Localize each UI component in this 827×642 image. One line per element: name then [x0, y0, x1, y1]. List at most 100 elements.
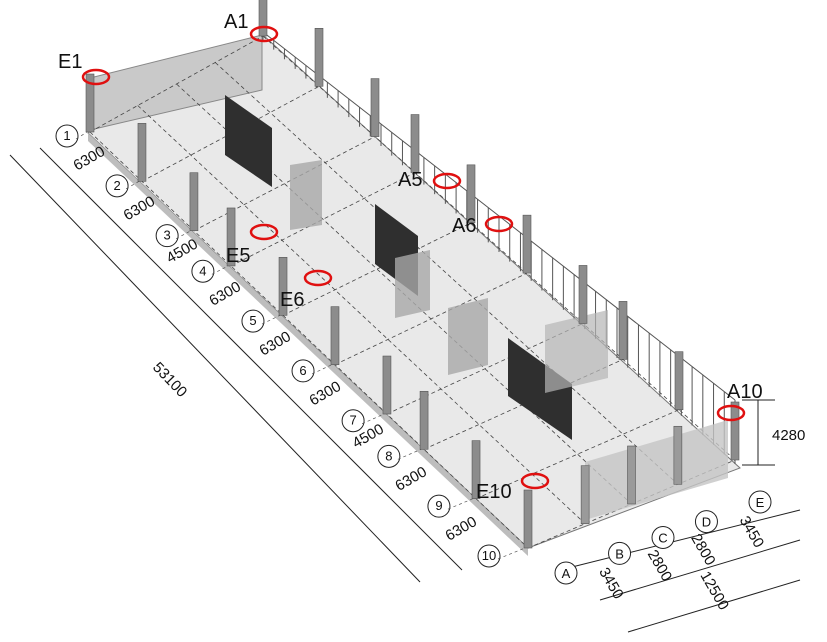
column-e-6	[330, 306, 340, 365]
corner-label-e6: E6	[280, 289, 304, 311]
col-grid-line	[214, 62, 679, 485]
row-bubble-label-8: 8	[385, 448, 392, 463]
columns	[85, 0, 740, 549]
row-leader-3	[175, 230, 192, 239]
light-wall-panel-1	[290, 160, 322, 230]
column-a-10	[730, 401, 740, 461]
dark-wall-panel-3	[508, 338, 572, 440]
row-bubble-label-7: 7	[349, 413, 356, 428]
col-bubble-label-B: B	[615, 546, 624, 561]
highlight-a10	[716, 404, 746, 422]
row-bubble-label-9: 9	[435, 498, 442, 513]
row-leader-9	[447, 498, 474, 510]
row-bubble-label-3: 3	[164, 228, 171, 243]
column-end-1	[580, 465, 590, 525]
column-a-2	[314, 28, 324, 87]
row-bubble-2	[105, 174, 129, 198]
row-bubble-10	[477, 544, 501, 568]
corner-labels: E1 A1 A5 A6 E5 E6 A10 E10	[58, 11, 763, 503]
floor-edge	[88, 133, 528, 556]
col-bubble-E	[748, 490, 772, 514]
corner-label-e10: E10	[476, 481, 512, 503]
length-dimension	[9, 147, 463, 583]
column-a-5	[466, 164, 476, 224]
total-width-label: 12500	[697, 569, 733, 614]
row-grid-line	[230, 172, 416, 267]
row-bubble-label-1: 1	[63, 128, 70, 143]
row-leader-7	[361, 413, 385, 425]
row-bubble-label-10: 10	[482, 548, 496, 563]
column-a-7	[578, 265, 588, 324]
column-e-1	[85, 73, 95, 133]
column-e-8	[419, 390, 429, 450]
row-axis-markers: 1234567891063006300450063006300630045006…	[55, 124, 526, 568]
light-wall-panel-3	[448, 298, 488, 375]
row-spacing-label-6: 6300	[307, 378, 344, 409]
corner-label-a6: A6	[452, 215, 476, 237]
col-spacing-label-3: 2800	[687, 531, 718, 568]
row-bubble-label-4: 4	[199, 263, 206, 278]
corner-label-a5: A5	[398, 169, 422, 191]
col-bubble-A	[554, 561, 578, 585]
row-bubble-3	[155, 224, 179, 248]
dark-wall-panel-1	[225, 95, 272, 187]
highlight-a5	[432, 172, 462, 190]
column-a-8	[618, 301, 628, 360]
row-leader-8	[397, 448, 422, 460]
row-grid-line	[423, 359, 624, 450]
row-spacing-label-9: 6300	[442, 513, 479, 544]
row-spacing-label-5: 6300	[257, 328, 294, 359]
end-wall-panel	[585, 420, 728, 520]
column-e-2	[137, 123, 147, 182]
width-dimension	[559, 509, 801, 633]
row-bubble-9	[427, 494, 451, 518]
column-a-4	[410, 114, 420, 173]
row-grid-line	[475, 409, 680, 500]
col-grid-line	[89, 131, 529, 549]
row-bubble-5	[241, 309, 265, 333]
row-bubble-label-6: 6	[299, 363, 306, 378]
height-dimension	[742, 399, 775, 466]
col-bubble-B	[608, 541, 632, 565]
col-bubble-label-E: E	[756, 495, 765, 510]
col-bubble-label-A: A	[562, 566, 571, 581]
highlight-e1	[81, 68, 111, 86]
light-wall-panel-2	[395, 250, 430, 318]
row-bubble-4	[191, 259, 215, 283]
corner-label-a10: A10	[727, 381, 763, 403]
row-grid-line	[193, 136, 376, 232]
corner-label-e5: E5	[226, 245, 250, 267]
column-e-10	[523, 489, 533, 549]
wall-height-label: 4280	[772, 427, 805, 444]
row-bubble-label-5: 5	[249, 313, 256, 328]
row-grid-line	[386, 323, 584, 415]
row-bubble-1	[55, 124, 79, 148]
total-length-label: 53100	[149, 359, 190, 401]
column-a-9	[674, 351, 684, 410]
corner-label-a1: A1	[224, 11, 248, 33]
col-spacing-label-1: 3450	[595, 565, 626, 602]
row-spacing-label-4: 6300	[206, 278, 243, 309]
column-a-6	[522, 214, 532, 274]
highlight-a6	[484, 215, 514, 233]
row-leader-10	[497, 547, 526, 560]
highlight-e10	[520, 472, 550, 490]
column-end-3	[673, 425, 683, 485]
row-leader-6	[311, 364, 333, 375]
col-bubble-C	[651, 526, 675, 549]
column-e-3	[189, 172, 199, 232]
light-wall-panel-4	[545, 310, 608, 393]
highlight-e6	[303, 269, 333, 287]
column-e-7	[382, 355, 392, 415]
row-leader-2	[125, 181, 140, 190]
column-e-9	[471, 440, 481, 499]
highlight-a1	[249, 25, 279, 43]
column-e-5	[278, 257, 288, 316]
col-bubble-label-C: C	[658, 531, 667, 546]
row-bubble-label-2: 2	[113, 178, 120, 193]
corner-label-e1: E1	[58, 51, 82, 73]
col-bubble-D	[694, 510, 718, 534]
col-bubble-label-D: D	[702, 515, 711, 530]
column-a-3	[370, 78, 380, 137]
